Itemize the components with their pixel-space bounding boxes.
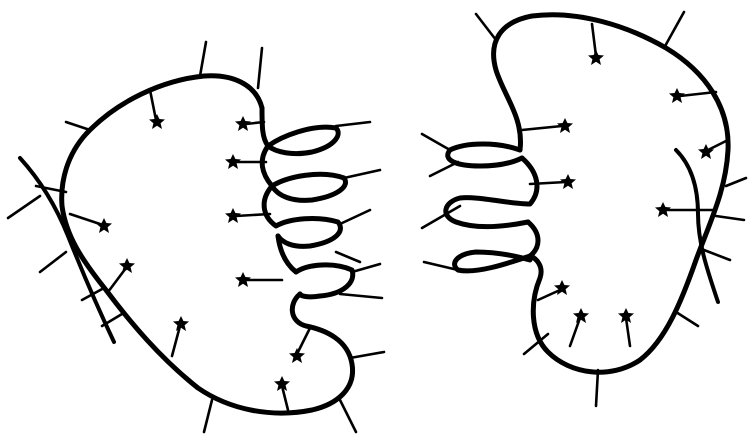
star-particle-icon	[235, 272, 251, 287]
left-stalks	[70, 90, 310, 410]
right-structure	[422, 12, 746, 406]
spike	[726, 178, 746, 186]
stalk	[70, 214, 100, 224]
right-loop-3	[455, 222, 538, 271]
spike	[8, 196, 40, 218]
left-loop-1	[262, 108, 338, 154]
left-crossing-strand	[20, 158, 114, 342]
star-particle-icon	[557, 118, 573, 133]
spike	[40, 252, 66, 272]
star-particle-icon	[588, 50, 604, 65]
spike	[258, 48, 262, 88]
stalk	[708, 140, 728, 150]
star-particle-icon	[119, 258, 135, 273]
spike	[430, 162, 458, 176]
stalk	[298, 328, 310, 352]
spike	[336, 252, 360, 262]
star-particle-icon	[573, 308, 589, 323]
spike	[422, 134, 450, 150]
stalk	[592, 24, 596, 56]
spike	[340, 294, 382, 298]
star-particle-icon	[173, 316, 189, 331]
star-particle-icon	[669, 88, 685, 103]
star-particle-icon	[96, 218, 112, 233]
spike	[704, 250, 730, 260]
spike	[340, 210, 370, 224]
stalk	[172, 326, 180, 356]
star-particle-icon	[235, 116, 251, 131]
spike	[422, 206, 460, 228]
spike	[664, 12, 684, 48]
left-spikes	[8, 42, 384, 432]
star-particle-icon	[655, 202, 671, 217]
spike	[676, 312, 698, 326]
spike	[716, 216, 744, 220]
stalk	[150, 90, 156, 120]
spike	[476, 14, 496, 40]
star-particle-icon	[225, 208, 241, 223]
spike	[340, 400, 356, 432]
right-body-outline	[494, 15, 729, 372]
stalk	[570, 318, 580, 346]
right-loop-2	[446, 158, 537, 227]
spike	[66, 122, 90, 130]
star-particle-icon	[149, 114, 165, 129]
left-structure	[8, 42, 384, 432]
spike	[352, 264, 380, 272]
stalk	[626, 318, 630, 346]
stalk	[680, 92, 716, 96]
spike	[204, 400, 212, 432]
spike	[350, 352, 384, 358]
left-stars	[96, 114, 305, 391]
star-particle-icon	[560, 174, 576, 189]
stalk	[538, 290, 560, 300]
spike	[344, 170, 380, 178]
star-particle-icon	[698, 144, 714, 159]
stalk	[522, 126, 562, 130]
spike	[200, 42, 206, 76]
star-particle-icon	[225, 154, 241, 169]
spike	[596, 370, 598, 406]
spike	[336, 122, 370, 126]
star-particle-icon	[289, 348, 305, 363]
